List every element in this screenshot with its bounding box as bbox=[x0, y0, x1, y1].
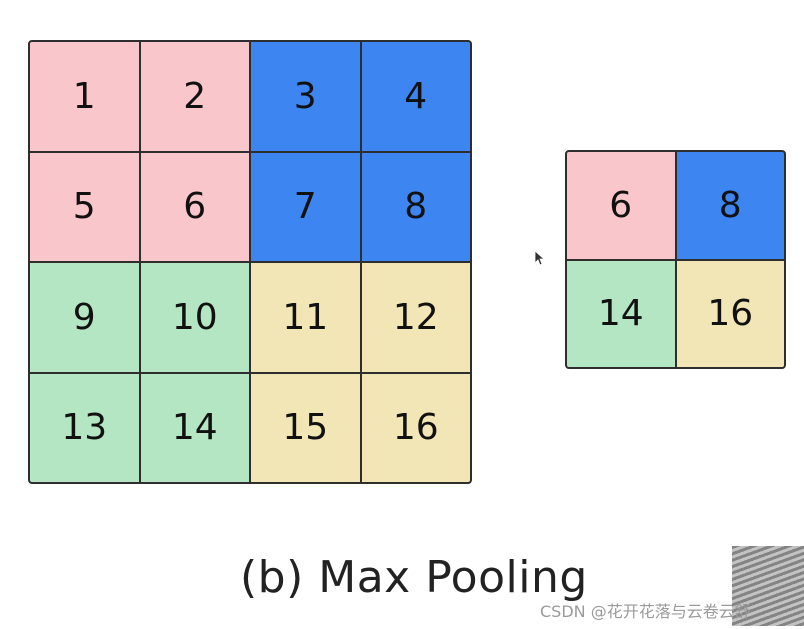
input-cell: 12 bbox=[361, 263, 470, 372]
output-cell: 8 bbox=[676, 152, 784, 259]
input-cell: 2 bbox=[140, 42, 249, 151]
input-cell: 10 bbox=[140, 263, 249, 372]
figure-caption: (b) Max Pooling bbox=[240, 552, 588, 603]
input-cell: 9 bbox=[30, 263, 139, 372]
input-cell: 16 bbox=[361, 373, 470, 482]
mouse-pointer-icon bbox=[534, 250, 546, 266]
input-cell: 15 bbox=[251, 373, 360, 482]
input-cell: 6 bbox=[140, 152, 249, 261]
input-cell: 13 bbox=[30, 373, 139, 482]
output-cell: 16 bbox=[676, 260, 784, 367]
input-cell: 7 bbox=[251, 152, 360, 261]
input-cell: 11 bbox=[251, 263, 360, 372]
input-cell: 1 bbox=[30, 42, 139, 151]
video-thumbnail bbox=[732, 546, 804, 626]
output-cell: 6 bbox=[567, 152, 675, 259]
input-cell: 4 bbox=[361, 42, 470, 151]
input-cell: 3 bbox=[251, 42, 360, 151]
input-cell: 5 bbox=[30, 152, 139, 261]
output-cell: 14 bbox=[567, 260, 675, 367]
input-cell: 14 bbox=[140, 373, 249, 482]
csdn-watermark: CSDN @花开花落与云卷云舒 bbox=[540, 602, 751, 621]
input-cell: 8 bbox=[361, 152, 470, 261]
